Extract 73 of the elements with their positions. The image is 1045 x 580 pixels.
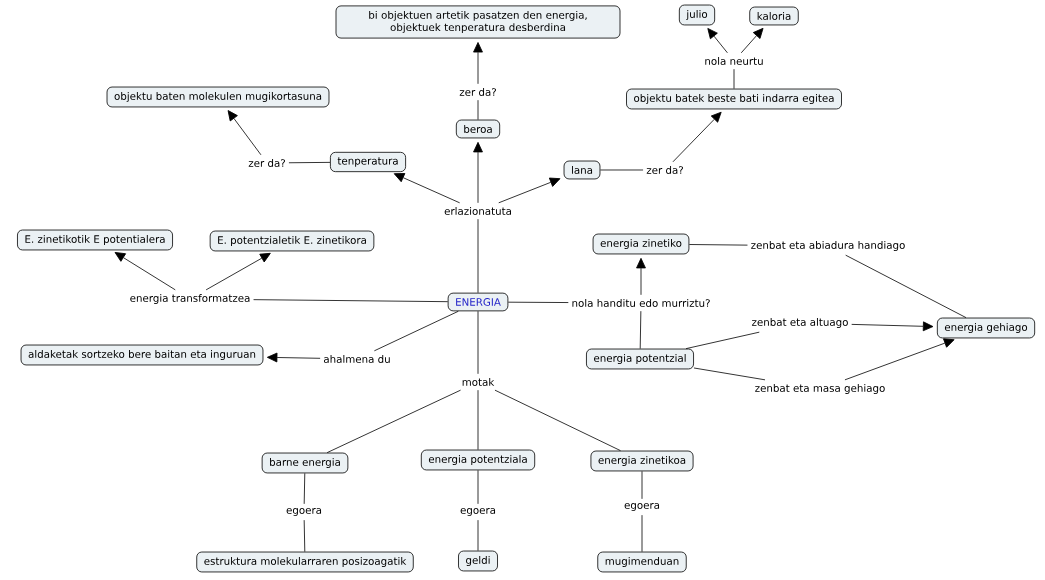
arrow [707, 28, 728, 54]
concept-box: tenperatura [330, 151, 406, 173]
concept-box: kaloria [749, 6, 799, 26]
linking-phrase: zenbat eta abiadura handiago [751, 241, 905, 251]
connector-line [494, 389, 621, 452]
connector-line [477, 469, 479, 505]
connector-line [477, 218, 479, 294]
arrow [498, 177, 561, 204]
linking-phrase: nola handitu edo murriztu? [572, 299, 710, 307]
arrow [740, 27, 764, 54]
connector-line [303, 472, 306, 505]
concept-box: energia zinetikoa [590, 450, 694, 472]
connector-line [507, 301, 569, 303]
concept-box: lana [563, 160, 601, 180]
connector-line [253, 299, 449, 303]
linking-phrase: energia transformatzea [130, 294, 250, 304]
concept-box: geldi [458, 550, 498, 572]
linking-phrase: zer da? [248, 159, 285, 167]
connector-line [733, 68, 735, 90]
arrow [636, 257, 646, 296]
linking-phrase: egoera [460, 508, 496, 516]
linking-phrase: zer da? [646, 166, 683, 174]
concept-box: energia gehiago [936, 317, 1036, 339]
arrow [393, 173, 461, 204]
connector-line [477, 389, 479, 451]
concept-box: julio [678, 4, 716, 26]
concept-box: bi objektuen artetik pasatzen den energia, objektuek tenperatura desberdina [335, 5, 621, 39]
concept-box: energia zinetiko [592, 233, 690, 255]
arrow [473, 141, 483, 204]
concept-box: estruktura molekularraren posizoagatik [196, 551, 414, 573]
connector-line [477, 310, 479, 375]
concept-box: barne energia [261, 452, 349, 474]
linking-phrase: zenbat eta masa gehiago [755, 384, 885, 394]
arrow [205, 252, 271, 291]
linking-phrase: erlazionatuta [444, 207, 511, 215]
concept-box: mugimenduan [597, 551, 687, 573]
linking-phrase: zenbat eta altuago [752, 318, 848, 328]
connector-line [326, 389, 461, 454]
arrow [114, 252, 176, 291]
concept-box: E. zinetikotik E potentialera [17, 229, 173, 251]
connector-line [599, 169, 644, 171]
concept-box: objektu batek beste bati indarra egitea [626, 88, 842, 110]
connector-line [477, 519, 479, 552]
connector-line [641, 470, 643, 500]
concept-box: aldaketak sortzeko bere baitan eta inguruan [20, 344, 264, 366]
arrow [844, 338, 955, 381]
connector-line [303, 519, 306, 553]
arrow [473, 42, 483, 85]
concept-box: ENERGIA [447, 292, 509, 312]
connector-line [373, 310, 459, 352]
connector-line [693, 367, 766, 381]
linking-phrase: egoera [624, 503, 660, 511]
connector-line [288, 161, 331, 164]
linking-phrase: motak [462, 378, 495, 386]
linking-phrase: ahalmena du [323, 355, 390, 363]
linking-phrase: zer da? [459, 88, 496, 96]
arrow [851, 321, 934, 332]
connector-line [641, 514, 643, 553]
arrow [227, 110, 262, 156]
arrow [266, 352, 321, 363]
arrow [672, 111, 722, 163]
connector-line [845, 254, 967, 319]
linking-phrase: nola neurtu [705, 57, 763, 65]
concept-box: energia potentziala [420, 449, 536, 471]
concept-box: objektu baten molekulen mugikortasuna [106, 86, 330, 108]
connector-line [685, 331, 760, 350]
concept-box: beroa [455, 119, 501, 139]
connector-line [477, 99, 479, 121]
concept-box: energia potentzial [586, 348, 694, 370]
connector-line [688, 244, 748, 246]
concept-box: E. potentzialetik E. zinetikora [209, 230, 375, 252]
linking-phrase: egoera [286, 508, 322, 516]
connector-line [639, 310, 642, 350]
